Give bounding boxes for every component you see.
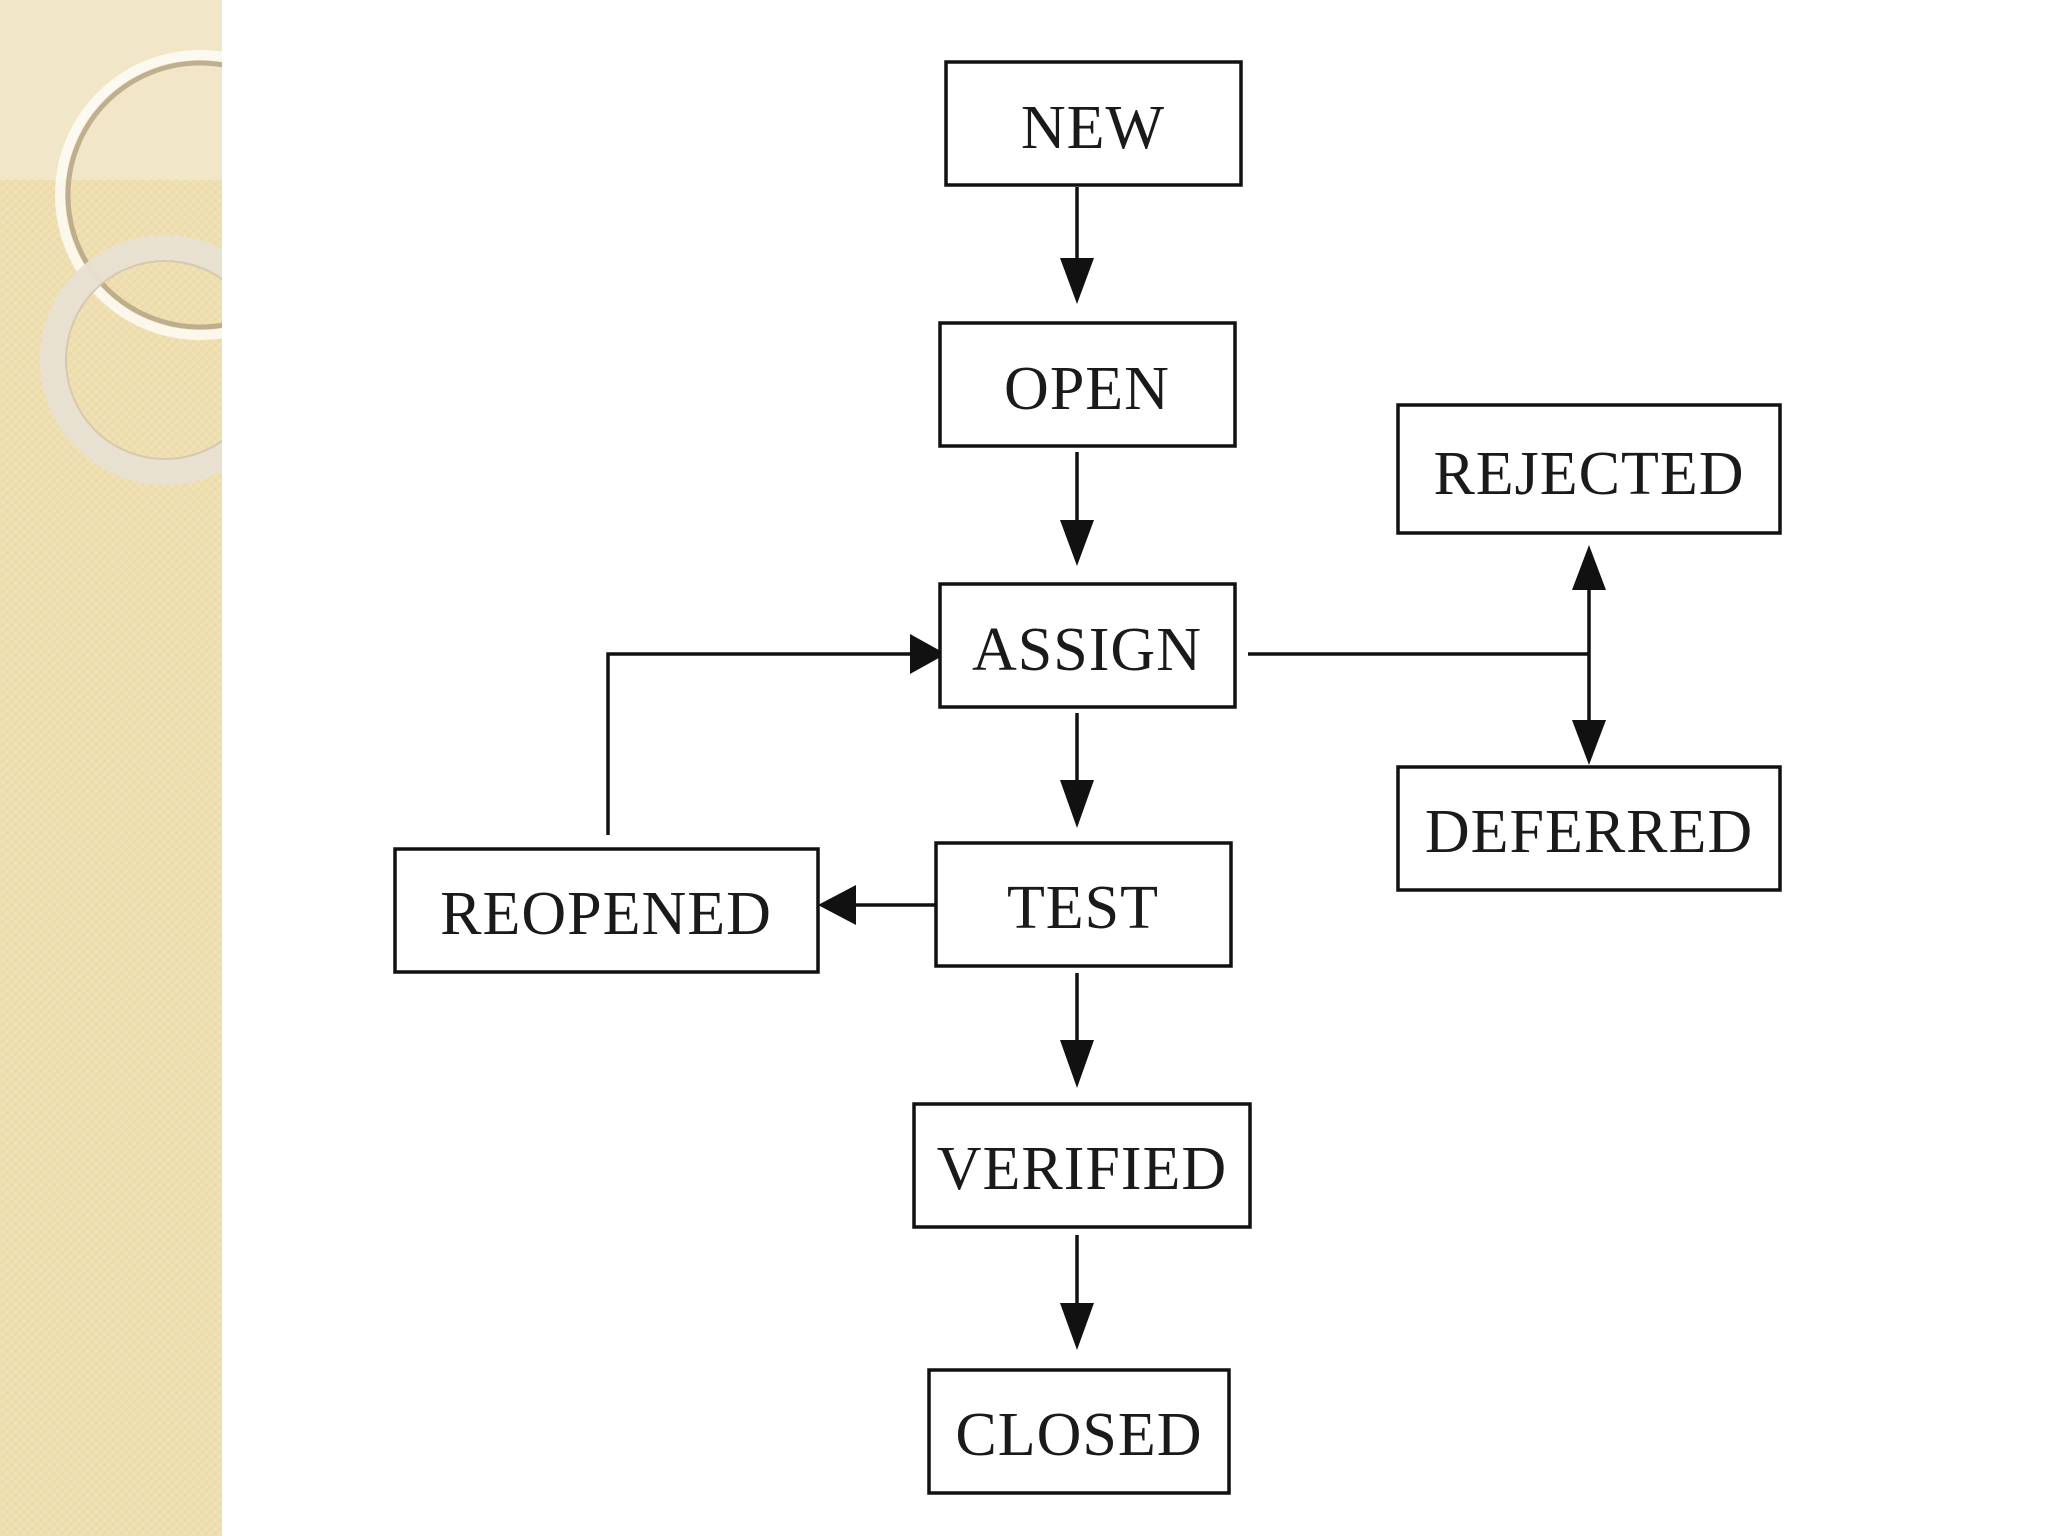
node-closed: CLOSED — [927, 1368, 1231, 1495]
arrowhead-rejected — [1572, 545, 1606, 590]
node-new-label: NEW — [1021, 94, 1165, 162]
node-new-box — [944, 60, 1243, 187]
edge-reopened-assign — [606, 652, 910, 835]
node-verified-label: VERIFIED — [937, 1135, 1227, 1203]
node-assign: ASSIGN — [938, 582, 1237, 709]
node-new: NEW — [944, 60, 1243, 187]
arrowhead-verified — [1060, 1040, 1094, 1088]
node-open-label: OPEN — [1004, 355, 1170, 423]
node-rejected-box — [1396, 403, 1782, 535]
node-verified-box — [912, 1102, 1252, 1229]
node-test-box — [934, 841, 1233, 968]
decorative-rings-icon — [40, 50, 222, 485]
decorative-sidebar — [0, 0, 222, 1536]
node-closed-label: CLOSED — [955, 1401, 1202, 1469]
node-open: OPEN — [938, 321, 1237, 448]
node-test-label: TEST — [1007, 874, 1159, 942]
node-test: TEST — [934, 841, 1233, 968]
node-reopened-box — [393, 847, 820, 974]
arrowhead-deferred — [1572, 720, 1606, 765]
arrowhead-reopened — [818, 885, 856, 925]
node-assign-box — [938, 582, 1237, 709]
node-open-box — [938, 321, 1237, 448]
node-rejected: REJECTED — [1396, 403, 1782, 535]
node-deferred-label: DEFERRED — [1425, 798, 1753, 866]
node-assign-label: ASSIGN — [972, 616, 1202, 684]
edges — [606, 187, 1606, 1350]
arrowhead-assign-from-reopened — [910, 634, 946, 674]
node-rejected-label: REJECTED — [1433, 440, 1744, 508]
node-deferred-box — [1396, 765, 1782, 892]
node-deferred: DEFERRED — [1396, 765, 1782, 892]
arrowhead-assign — [1060, 520, 1094, 566]
node-closed-box — [927, 1368, 1231, 1495]
node-reopened: REOPENED — [393, 847, 820, 974]
arrowhead-closed — [1060, 1303, 1094, 1350]
arrowhead-test — [1060, 780, 1094, 828]
node-verified: VERIFIED — [912, 1102, 1252, 1229]
node-reopened-label: REOPENED — [440, 880, 772, 948]
arrowhead-open — [1060, 258, 1094, 304]
